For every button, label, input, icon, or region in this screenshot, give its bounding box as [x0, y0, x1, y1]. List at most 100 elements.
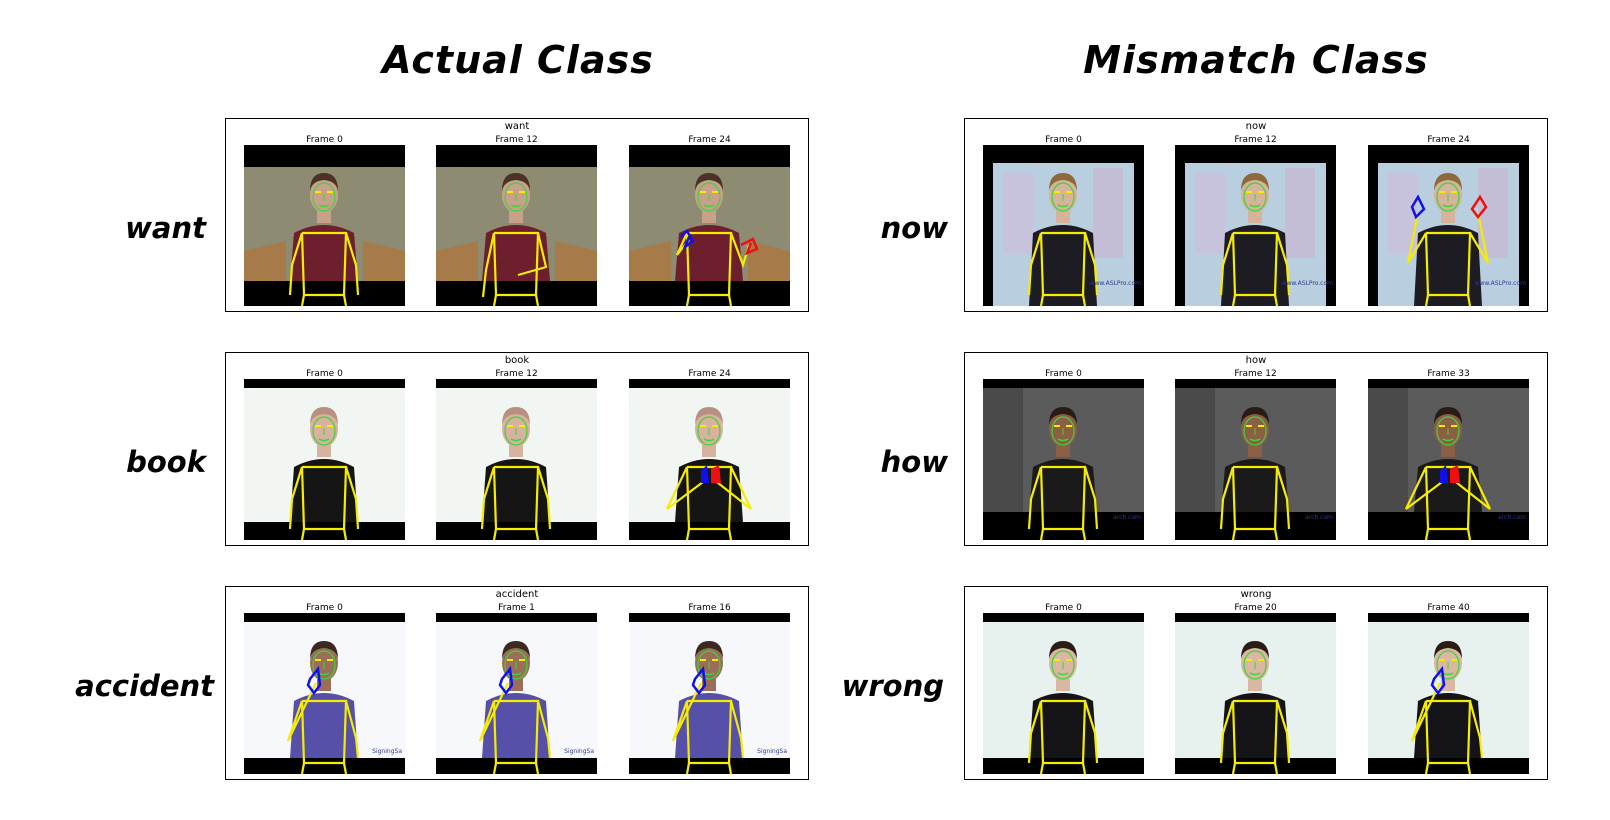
person-neck [702, 445, 716, 457]
pose-frame-image [1368, 613, 1529, 774]
pose-skeleton-arms [288, 466, 360, 530]
person-torso [1221, 693, 1289, 758]
frame-cell: Frame 33 arch.com [1368, 369, 1529, 540]
pose-skeleton-legs [300, 294, 348, 306]
backdrop-shade [1368, 388, 1408, 512]
desk [748, 241, 790, 281]
pose-skeleton-arms [1406, 212, 1490, 264]
face-mesh [312, 416, 336, 446]
pose-skeleton-legs [492, 294, 540, 306]
frame-cell: Frame 12 www.ASLPro.com [1175, 135, 1336, 306]
person-hair [1049, 641, 1077, 659]
frame-label: Frame 24 [688, 369, 731, 379]
face-mesh [697, 650, 721, 680]
mouth-keypoints [510, 438, 522, 442]
frame-cell: Frame 16 SigningSa [629, 603, 790, 774]
frame-cell: Frame 20 [1175, 603, 1336, 774]
frame-drawing [436, 145, 597, 306]
panel-class-label: now [1245, 121, 1267, 132]
frame-cell: Frame 0 SigningSa [244, 603, 405, 774]
pose-skeleton-arms [1219, 466, 1291, 530]
pose-skeleton-legs [1424, 762, 1472, 774]
pose-skeleton-arms [671, 682, 745, 759]
right-hand-keypoints [1470, 194, 1488, 220]
pose-skeleton-legs [492, 762, 540, 774]
person-torso [290, 693, 358, 758]
left-hand-keypoints [1430, 665, 1446, 696]
pose-frame-image: SigningSa [629, 613, 790, 774]
person-torso [1414, 693, 1482, 758]
person-neck [509, 445, 523, 457]
left-hand-keypoints [498, 665, 514, 696]
person-hair [1241, 641, 1269, 659]
person-hair [1434, 173, 1462, 191]
mouth-keypoints [1249, 438, 1261, 442]
frame-label: Frame 0 [1045, 135, 1082, 145]
person-neck [702, 211, 716, 223]
frame-drawing [244, 379, 405, 540]
pose-frame-image: arch.com [1175, 379, 1336, 540]
person-torso [1029, 693, 1097, 758]
face-mesh [312, 182, 336, 212]
face-mesh [1051, 182, 1075, 212]
frame-panel-mismatch-3: wrong Frame 0 Frame 20 Frame 40 [964, 586, 1548, 780]
frame-drawing [629, 145, 790, 306]
frame-drawing [983, 145, 1144, 306]
face-mesh [1436, 650, 1460, 680]
pose-skeleton-legs [1231, 294, 1279, 306]
person-torso [1221, 459, 1289, 512]
pose-frame-image: SigningSa [244, 613, 405, 774]
frame-label: Frame 0 [306, 603, 343, 613]
person-torso [482, 693, 550, 758]
face-mesh [1243, 650, 1267, 680]
person-torso [1221, 225, 1289, 306]
pose-skeleton-arms [1219, 700, 1291, 764]
frame-cell: Frame 0 arch.com [983, 369, 1144, 540]
pose-skeleton-legs [1231, 528, 1279, 540]
mouth-keypoints [318, 204, 330, 208]
person-torso [290, 225, 358, 281]
frame-label: Frame 12 [495, 135, 538, 145]
row-label-actual-1: want [125, 211, 206, 245]
left-hand-keypoints [691, 665, 707, 696]
frame-cell: Frame 12 [436, 369, 597, 540]
face-mesh [504, 416, 528, 446]
desk [436, 241, 478, 281]
person-hair [1241, 407, 1269, 425]
mouth-keypoints [703, 672, 715, 676]
watermark-text: arch.com [1305, 514, 1333, 521]
person-torso [675, 459, 743, 522]
frame-cell: Frame 24 [629, 369, 790, 540]
pose-skeleton-legs [685, 294, 733, 306]
person-hair [310, 641, 338, 659]
frame-drawing [1175, 613, 1336, 774]
left-hand-keypoints [1440, 465, 1448, 483]
frame-panel-actual-3: accident Frame 0 SigningSa Frame 1 Signi… [225, 586, 809, 780]
face-mesh [1243, 416, 1267, 446]
person-hair [695, 641, 723, 659]
face-mesh [1051, 416, 1075, 446]
frame-drawing [1368, 145, 1529, 306]
pose-skeleton-legs [300, 528, 348, 540]
person-neck [1056, 211, 1070, 223]
desk [555, 241, 597, 281]
pose-skeleton-legs [1424, 294, 1472, 306]
pose-skeleton-legs [685, 528, 733, 540]
pose-frame-image [436, 145, 597, 306]
frame-cell: Frame 0 [983, 603, 1144, 774]
person-neck [1056, 679, 1070, 691]
frame-drawing [983, 379, 1144, 540]
frame-cell: Frame 40 [1368, 603, 1529, 774]
mismatch-class-title: Mismatch Class [1083, 38, 1429, 82]
frame-drawing [1368, 379, 1529, 540]
person-neck [1441, 211, 1455, 223]
pose-frame-image [436, 379, 597, 540]
person-neck [1056, 445, 1070, 457]
backdrop-pattern [1195, 173, 1225, 253]
watermark-text: SigningSa [564, 748, 594, 755]
person-hair [310, 173, 338, 191]
person-torso [1414, 459, 1482, 512]
face-mesh [312, 650, 336, 680]
pose-frame-image [629, 145, 790, 306]
person-hair [695, 173, 723, 191]
